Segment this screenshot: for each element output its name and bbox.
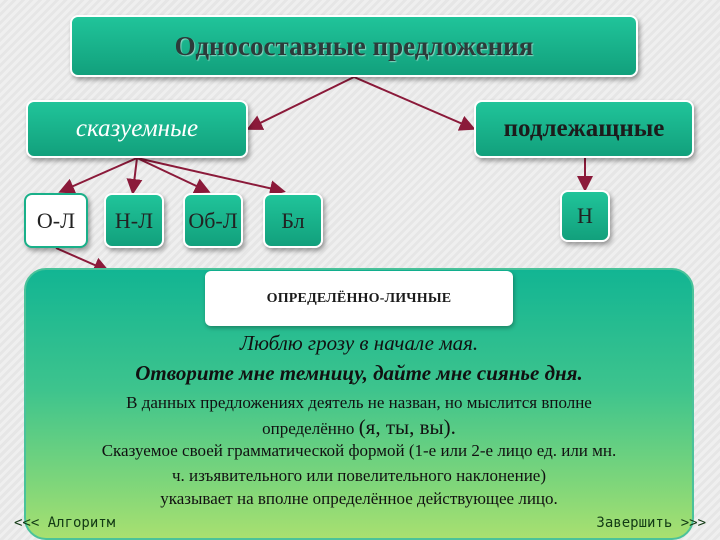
node-ol[interactable]: О-Л xyxy=(24,193,88,248)
arrow-left-to-obl xyxy=(136,157,211,194)
arrow-left-to-bl xyxy=(136,157,286,197)
arrow-title-to-left xyxy=(246,76,355,130)
node-skazuemnye[interactable]: сказуемные xyxy=(26,100,248,158)
explanation-line-4: ч. изъявительного или повелительного нак… xyxy=(171,466,547,485)
pronouns: (я, ты, вы). xyxy=(358,415,456,439)
example-sentence-2: Отворите мне темницу, дайте мне сиянье д… xyxy=(135,361,583,385)
node-bl[interactable]: Бл xyxy=(263,193,323,248)
explanation-line-3: Сказуемое своей грамматической формой (1… xyxy=(101,441,617,460)
explanation-line-5: указывает на вполне определённое действу… xyxy=(160,489,558,508)
node-obl[interactable]: Об-Л xyxy=(183,193,243,248)
diagram-title: Односоставные предложения xyxy=(70,15,638,77)
node-nl[interactable]: Н-Л xyxy=(104,193,164,248)
panel-label: ОПРЕДЕЛЁННО-ЛИЧНЫЕ xyxy=(205,271,513,326)
explanation-line-2: определённо (я, ты, вы). xyxy=(24,415,694,440)
node-podlezhashchnye[interactable]: подлежащные xyxy=(474,100,694,158)
arrow-left-to-ol xyxy=(58,157,138,194)
explanation-line-2-start: определённо xyxy=(262,419,359,438)
back-to-algorithm-link[interactable]: <<< Алгоритм xyxy=(14,515,116,531)
arrow-left-to-nl xyxy=(126,157,143,195)
node-n[interactable]: Н xyxy=(560,190,610,242)
arrow-title-to-right xyxy=(353,76,476,131)
finish-link[interactable]: Завершить >>> xyxy=(596,515,706,531)
example-sentence-1: Люблю грозу в начале мая. xyxy=(239,331,479,355)
arrow-ol-to-panel xyxy=(55,247,110,273)
explanation-line-1: В данных предложениях деятель не назван,… xyxy=(126,393,592,412)
